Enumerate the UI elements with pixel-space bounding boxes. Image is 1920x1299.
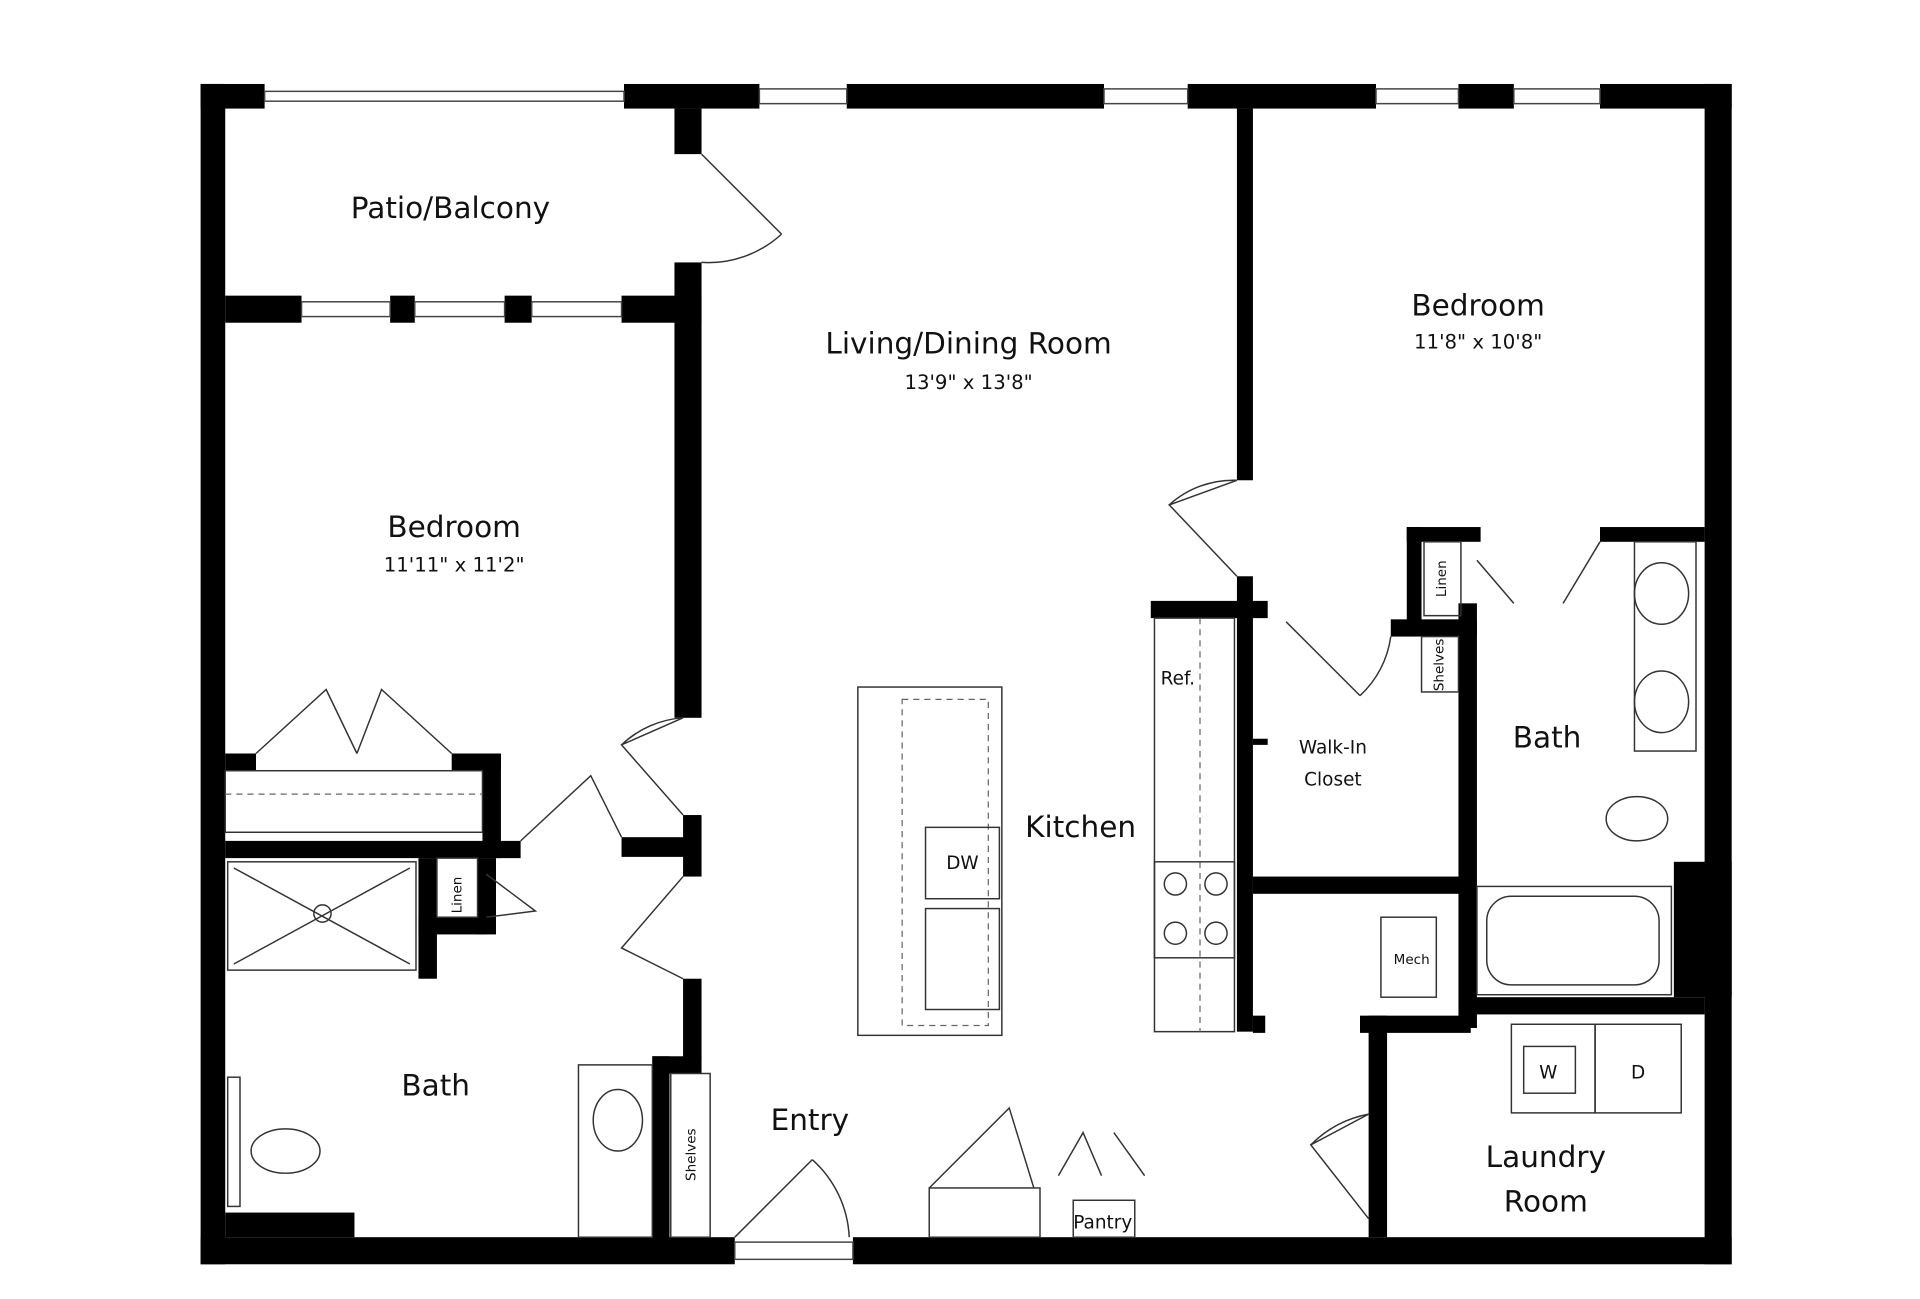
- laundry-label-1: Laundry: [1486, 1140, 1606, 1174]
- washer-label: W: [1539, 1062, 1557, 1083]
- ref-label: Ref.: [1161, 669, 1195, 690]
- bedroom-right-size: 11'8" x 10'8": [1414, 331, 1542, 354]
- dryer-label: D: [1631, 1062, 1645, 1083]
- door-swings: [255, 153, 1601, 1238]
- linen-right-label: Linen: [1434, 560, 1450, 597]
- fixtures: [224, 541, 1697, 1238]
- living-room-size: 13'9" x 13'8": [904, 371, 1032, 394]
- bedroom-right-label: Bedroom: [1411, 288, 1545, 322]
- bedroom-left-size: 11'11" x 11'2": [384, 553, 525, 576]
- living-room-label: Living/Dining Room: [825, 326, 1111, 360]
- bedroom-left-label: Bedroom: [387, 510, 521, 544]
- shelves-left-label: Shelves: [683, 1128, 699, 1181]
- mech-label: Mech: [1394, 952, 1430, 968]
- linen-left-label: Linen: [450, 877, 466, 914]
- patio-label: Patio/Balcony: [351, 191, 550, 225]
- windows: [263, 88, 1601, 1261]
- closet-label-1: Walk-In: [1299, 737, 1367, 758]
- pantry-label: Pantry: [1073, 1213, 1132, 1234]
- closet-label-2: Closet: [1304, 769, 1362, 790]
- dishwasher-label: DW: [946, 853, 978, 874]
- entry-label: Entry: [771, 1103, 850, 1137]
- laundry-label-2: Room: [1504, 1184, 1588, 1218]
- kitchen-label: Kitchen: [1025, 810, 1136, 844]
- bath-left-label: Bath: [401, 1069, 470, 1103]
- walls: [200, 83, 1732, 1265]
- bath-right-label: Bath: [1513, 720, 1582, 754]
- shelves-right-label: Shelves: [1432, 639, 1448, 692]
